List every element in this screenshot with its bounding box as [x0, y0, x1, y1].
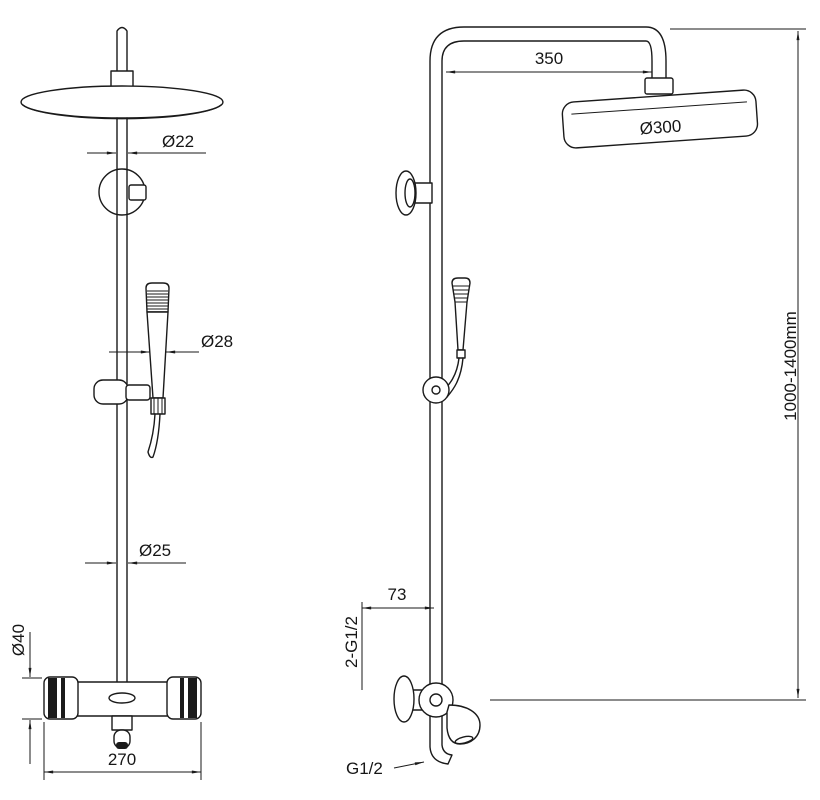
hose-nut-knurl — [153, 398, 163, 414]
inlet-pipe-bottom — [429, 715, 453, 765]
mixer-valve-hub — [429, 693, 443, 707]
dim-mixer-width-label: 270 — [108, 750, 136, 769]
dim-pipe-diameter: Ø22 — [87, 132, 206, 155]
hose-nut-side — [456, 349, 466, 359]
handle-grip-band — [61, 678, 65, 718]
shower-head-side: Ø300 — [561, 89, 759, 149]
mixer-side — [393, 675, 481, 745]
dim-handshower-label: Ø28 — [201, 332, 233, 351]
mixer-logo-badge — [108, 692, 136, 704]
hand-shower-side — [442, 277, 471, 398]
slider-clamp-pin — [431, 385, 441, 395]
dim-pipe-top-label: Ø22 — [162, 132, 194, 151]
dim-handshower-diameter: Ø28 — [109, 332, 233, 354]
spray-face-lines — [147, 290, 168, 310]
dim-arm-reach: 350 — [446, 49, 652, 74]
dim-mixer-diameter: Ø40 — [9, 624, 42, 764]
dim-head-label: Ø300 — [639, 117, 682, 139]
slider-bracket-front — [93, 379, 151, 405]
mixer-front — [43, 676, 202, 749]
leader-line — [393, 761, 425, 769]
front-view: Ø22 Ø28 Ø25 — [9, 26, 233, 780]
slider-arm — [125, 384, 151, 401]
side-view: Ø300 350 1000-1400mm — [342, 26, 806, 778]
dim-wall-offset-label: 73 — [388, 585, 407, 604]
dim-height-range: 1000-1400mm — [490, 28, 806, 701]
mixer-valve-body — [418, 682, 454, 718]
shower-hose-front — [147, 413, 161, 459]
handle-grip-band — [180, 678, 184, 718]
dim-wall-offset: 73 — [361, 585, 434, 690]
slider-clamp-side — [422, 376, 450, 404]
mixer-body — [75, 681, 170, 717]
handle-grip-band — [48, 678, 57, 718]
shower-head-rim-line — [571, 101, 747, 115]
bracket-flange — [395, 170, 417, 216]
hand-shower-front — [145, 282, 170, 459]
spout-side — [446, 704, 481, 745]
label-outlet: G1/2 — [346, 759, 383, 778]
label-inlets: 2-G1/2 — [342, 616, 361, 668]
spout-mouth — [454, 735, 474, 745]
spout-connector — [111, 715, 133, 731]
dim-lower-pipe-diameter: Ø25 — [85, 541, 186, 565]
head-connector-nut — [644, 77, 674, 95]
wall-bracket-side — [395, 170, 433, 216]
riser-pipe-outer — [429, 26, 667, 691]
wall-bracket-knob — [128, 184, 147, 201]
dim-pipe-lower-label: Ø25 — [139, 541, 171, 560]
hand-shower-handle — [146, 311, 169, 399]
dim-height-label: 1000-1400mm — [781, 311, 800, 421]
slider-body — [93, 379, 129, 405]
label-inlet-bottom: G1/2 — [346, 759, 425, 778]
hand-shower-side-outline — [451, 277, 471, 351]
top-pipe-stub — [116, 26, 128, 89]
riser-pipe-inner — [441, 40, 653, 691]
spray-face-lines — [453, 285, 469, 303]
dim-arm-reach-label: 350 — [535, 49, 563, 68]
mixer-wall-flange — [393, 675, 415, 723]
bracket-flange-inner — [404, 178, 416, 208]
dim-mixer-width: 270 — [43, 722, 202, 780]
shower-head-rim — [22, 104, 222, 120]
spout-aerator — [116, 742, 128, 749]
handle-grip-band — [188, 678, 197, 718]
dim-mixer-body-label: Ø40 — [9, 624, 28, 656]
